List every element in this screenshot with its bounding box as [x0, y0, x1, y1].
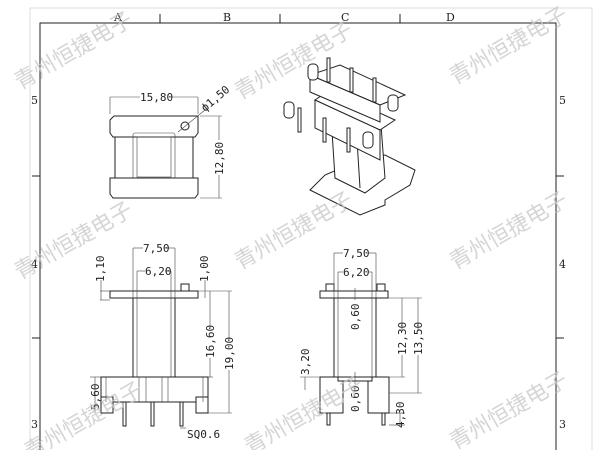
dim-side-outer-width: 7,50 — [343, 247, 370, 260]
watermark: 青州恒捷电子 — [446, 368, 573, 450]
dim-side-base-height: 3,20 — [299, 349, 312, 376]
row-label-5-right: 5 — [559, 94, 566, 107]
hole-icon — [180, 121, 190, 131]
column-label-b: B — [223, 11, 231, 24]
row-label-3-right: 3 — [559, 418, 566, 431]
top-view — [109, 96, 222, 199]
dim-side-inner-width: 6,20 — [343, 266, 370, 279]
row-label-4-left: 4 — [31, 258, 38, 271]
dim-side-core-height: 12,30 — [396, 322, 409, 355]
outer-border — [29, 7, 593, 450]
row-label-5-left: 5 — [31, 94, 38, 107]
dim-pin-size: SQ0.6 — [187, 428, 220, 441]
inner-frame — [39, 22, 557, 450]
column-label-a: A — [113, 11, 123, 24]
dim-wall-top: 0,60 — [349, 304, 362, 331]
dim-core-height: 16,60 — [204, 325, 217, 358]
watermark: 青州恒捷电子 — [446, 3, 573, 91]
column-label-d: D — [446, 11, 455, 24]
dim-top-height: 12,80 — [213, 142, 226, 175]
dim-base-height: 5,60 — [89, 384, 102, 411]
dim-flange-right: 1,00 — [198, 256, 211, 283]
frame-ticks — [32, 14, 564, 339]
dim-pin-length: 4,30 — [394, 402, 407, 429]
row-label-4-right: 4 — [559, 258, 566, 271]
dim-top-width: 15,80 — [140, 91, 173, 104]
front-view — [90, 247, 232, 429]
row-label-3-left: 3 — [31, 418, 38, 431]
dim-side-total-height: 13,50 — [412, 322, 425, 355]
dim-flange-left: 1,10 — [94, 256, 107, 283]
watermark: 青州恒捷电子 — [446, 188, 573, 276]
dim-total-height: 19,00 — [223, 337, 236, 370]
column-label-c: C — [341, 11, 349, 24]
dim-hole: ϕ1,50 — [199, 83, 233, 114]
side-view — [300, 252, 422, 426]
dim-front-inner-width: 6,20 — [145, 265, 172, 278]
dim-front-outer-width: 7,50 — [143, 242, 170, 255]
isometric-view — [283, 57, 416, 216]
watermark: 青州恒捷电子 — [231, 188, 358, 276]
dim-wall-bottom: 0,60 — [349, 386, 362, 413]
